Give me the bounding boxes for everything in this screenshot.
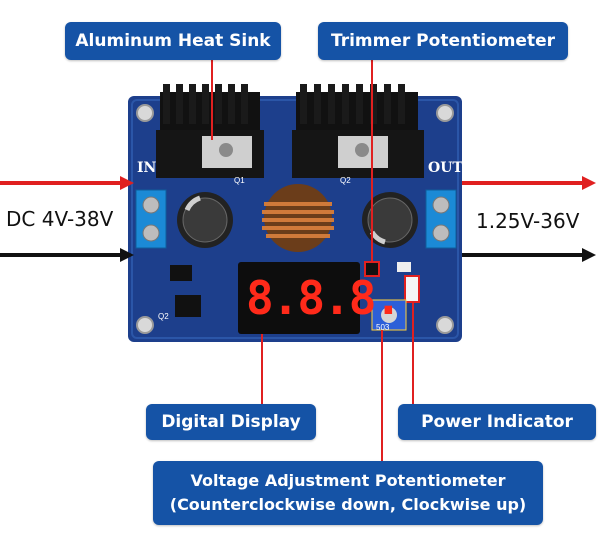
heat-sink-callout: Aluminum Heat Sink <box>65 22 281 60</box>
q2-label: Q2 <box>340 176 351 185</box>
out-label: OUT <box>428 160 463 176</box>
q1-label: Q1 <box>234 176 245 185</box>
heat-sink-left <box>156 84 264 178</box>
capacitor-right <box>362 192 418 248</box>
heat-sink-right <box>292 84 424 178</box>
power-indicator-callout: Power Indicator <box>398 404 596 440</box>
output-terminal <box>425 189 457 249</box>
leader-lines <box>211 60 414 462</box>
display-callout: Digital Display <box>146 404 316 440</box>
pot-marking: 503 <box>376 323 390 332</box>
input-arrows <box>0 176 134 262</box>
display-digits: 8.8.8. <box>246 271 402 325</box>
voltage-adjustment-note: (Counterclockwise down, Clockwise up) <box>169 495 527 514</box>
mounting-holes <box>136 104 454 334</box>
in-label: IN <box>137 160 157 176</box>
output-voltage-range: 1.25V-36V <box>476 209 580 233</box>
digital-display-module <box>238 262 360 334</box>
input-terminal <box>135 189 167 249</box>
voltage-adjustment-callout: Voltage Adjustment Potentiometer (Counte… <box>153 461 543 525</box>
output-arrows <box>462 176 596 262</box>
capacitor-left <box>177 192 233 248</box>
voltage-adjustment-title: Voltage Adjustment Potentiometer <box>190 471 506 490</box>
trimmer-callout: Trimmer Potentiometer <box>318 22 568 60</box>
input-voltage-range: DC 4V-38V <box>6 207 114 231</box>
inductor-coil <box>262 184 334 252</box>
q2-lower-label: Q2 <box>158 312 169 321</box>
